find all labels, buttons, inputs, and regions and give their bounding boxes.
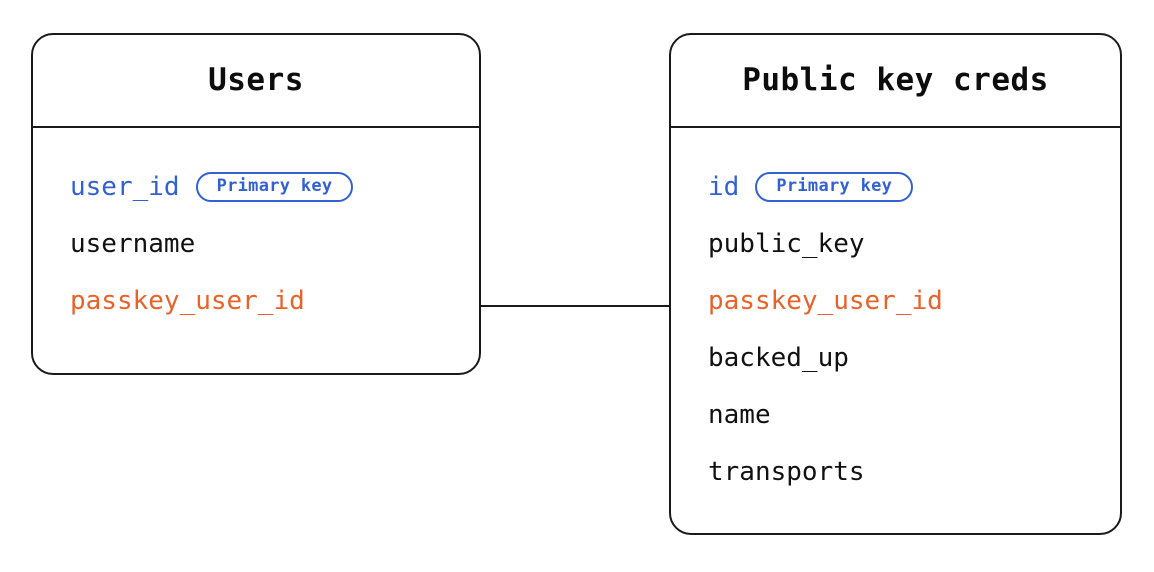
entity-public-key-creds-title: Public key creds (742, 62, 1049, 98)
entity-users[interactable]: Users user_id Primary key username passk… (31, 33, 481, 375)
entity-public-key-creds-field-list: id Primary key public_key passkey_user_i… (671, 128, 1120, 533)
field-row[interactable]: username (70, 215, 479, 272)
field-row[interactable]: backed_up (708, 329, 1120, 386)
field-name-name: name (708, 399, 771, 430)
primary-key-badge-label: Primary key (216, 176, 333, 196)
field-row[interactable]: passkey_user_id (70, 272, 479, 329)
relationship-connector-users-to-public-key-creds (481, 305, 669, 307)
field-row[interactable]: user_id Primary key (70, 158, 479, 215)
field-name-username: username (70, 228, 196, 259)
primary-key-badge: Primary key (755, 171, 914, 202)
entity-users-header: Users (33, 35, 479, 128)
field-row[interactable]: transports (708, 443, 1120, 500)
field-name-user-id: user_id (70, 171, 180, 202)
field-name-transports: transports (708, 456, 865, 487)
entity-users-field-list: user_id Primary key username passkey_use… (33, 128, 479, 373)
primary-key-badge: Primary key (195, 171, 354, 202)
field-name-id: id (708, 171, 740, 202)
field-row[interactable]: name (708, 386, 1120, 443)
entity-public-key-creds-header: Public key creds (671, 35, 1120, 128)
field-row[interactable]: public_key (708, 215, 1120, 272)
entity-public-key-creds[interactable]: Public key creds id Primary key public_k… (669, 33, 1122, 535)
entity-users-title: Users (208, 62, 304, 98)
field-name-passkey-user-id: passkey_user_id (70, 285, 305, 316)
field-name-passkey-user-id: passkey_user_id (708, 285, 943, 316)
field-name-public-key: public_key (708, 228, 865, 259)
field-name-backed-up: backed_up (708, 342, 849, 373)
primary-key-badge-label: Primary key (776, 176, 893, 196)
field-row[interactable]: passkey_user_id (708, 272, 1120, 329)
field-row[interactable]: id Primary key (708, 158, 1120, 215)
